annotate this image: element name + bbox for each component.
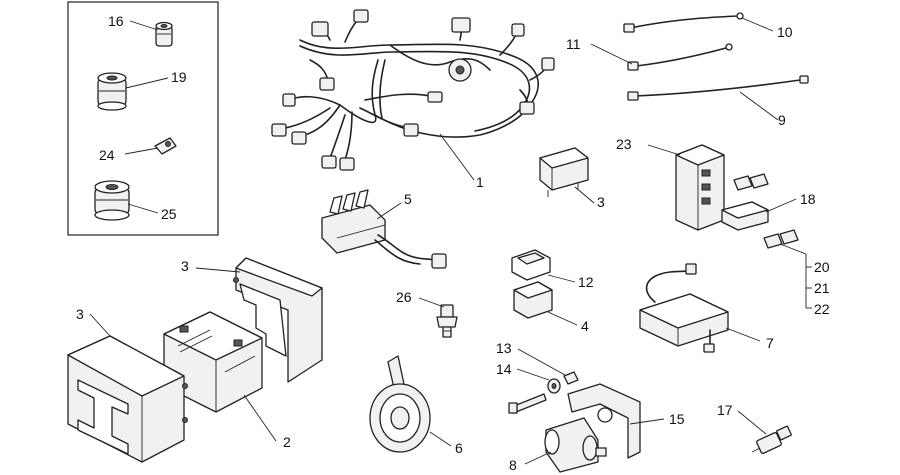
part-13-relay-holder xyxy=(511,249,551,281)
part-26-grommet xyxy=(94,180,130,221)
part-3-front-cover xyxy=(67,335,188,463)
part-19-fuse xyxy=(721,201,769,231)
part-15-spacer xyxy=(547,378,561,394)
part-20-grommet xyxy=(97,72,127,111)
callout-2: 2 xyxy=(283,434,291,450)
part-3-rear-cover xyxy=(233,257,323,383)
part-27-sensor xyxy=(436,304,458,338)
callout-21: 20 xyxy=(814,259,830,275)
part-4-relay xyxy=(539,147,589,197)
leader-lines xyxy=(89,17,812,465)
part-11-cable xyxy=(623,12,744,33)
part-9-solenoid xyxy=(544,417,607,473)
callout-18: 17 xyxy=(717,402,733,418)
callout-22: 21 xyxy=(814,280,830,296)
callout-8: 7 xyxy=(766,335,774,351)
part-2-battery xyxy=(163,311,263,413)
part-fuses-small xyxy=(733,173,769,191)
callout-16: 15 xyxy=(669,411,685,427)
part-16-bracket xyxy=(567,383,641,459)
callout-23: 22 xyxy=(814,301,830,317)
part-18-switch xyxy=(751,425,792,454)
callout-5: 4 xyxy=(581,318,589,334)
callout-17: 16 xyxy=(108,13,124,29)
callout-13: 12 xyxy=(578,274,594,290)
part-6-regulator xyxy=(321,189,447,269)
callout-labels: 16 19 24 25 1 5 3 10 11 9 23 18 20 21 22… xyxy=(76,13,830,473)
part-17-grommet xyxy=(155,21,173,47)
callout-27: 26 xyxy=(396,289,412,305)
callout-20: 19 xyxy=(171,69,187,85)
callout-11: 10 xyxy=(777,24,793,40)
callout-1: 1 xyxy=(476,174,484,190)
callout-10: 9 xyxy=(778,112,786,128)
callout-15: 14 xyxy=(496,361,512,377)
part-21-23-fuses xyxy=(763,229,799,249)
callout-7: 6 xyxy=(455,440,463,456)
callout-3-front: 3 xyxy=(76,306,84,322)
callout-6: 5 xyxy=(404,191,412,207)
callout-26: 25 xyxy=(161,206,177,222)
callout-9: 8 xyxy=(509,457,517,473)
callout-14: 13 xyxy=(496,340,512,356)
part-bolt xyxy=(508,393,547,414)
part-1-wiring-harness xyxy=(271,9,555,171)
part-24-fuse-box xyxy=(675,144,725,231)
part-10-cable xyxy=(627,75,809,101)
part-12-cable xyxy=(627,43,733,71)
callout-25: 24 xyxy=(99,147,115,163)
callout-19: 18 xyxy=(800,191,816,207)
small-parts-inset xyxy=(67,1,219,236)
part-14-bolt xyxy=(563,371,579,385)
part-25-cable-clip xyxy=(154,137,177,155)
part-5-relay xyxy=(513,281,553,319)
callout-24: 23 xyxy=(616,136,632,152)
callout-4: 3 xyxy=(597,194,605,210)
callout-12: 11 xyxy=(566,36,581,52)
part-7-horn xyxy=(369,355,431,453)
part-8-control-unit xyxy=(639,263,729,353)
callout-3-rear: 3 xyxy=(181,258,189,274)
